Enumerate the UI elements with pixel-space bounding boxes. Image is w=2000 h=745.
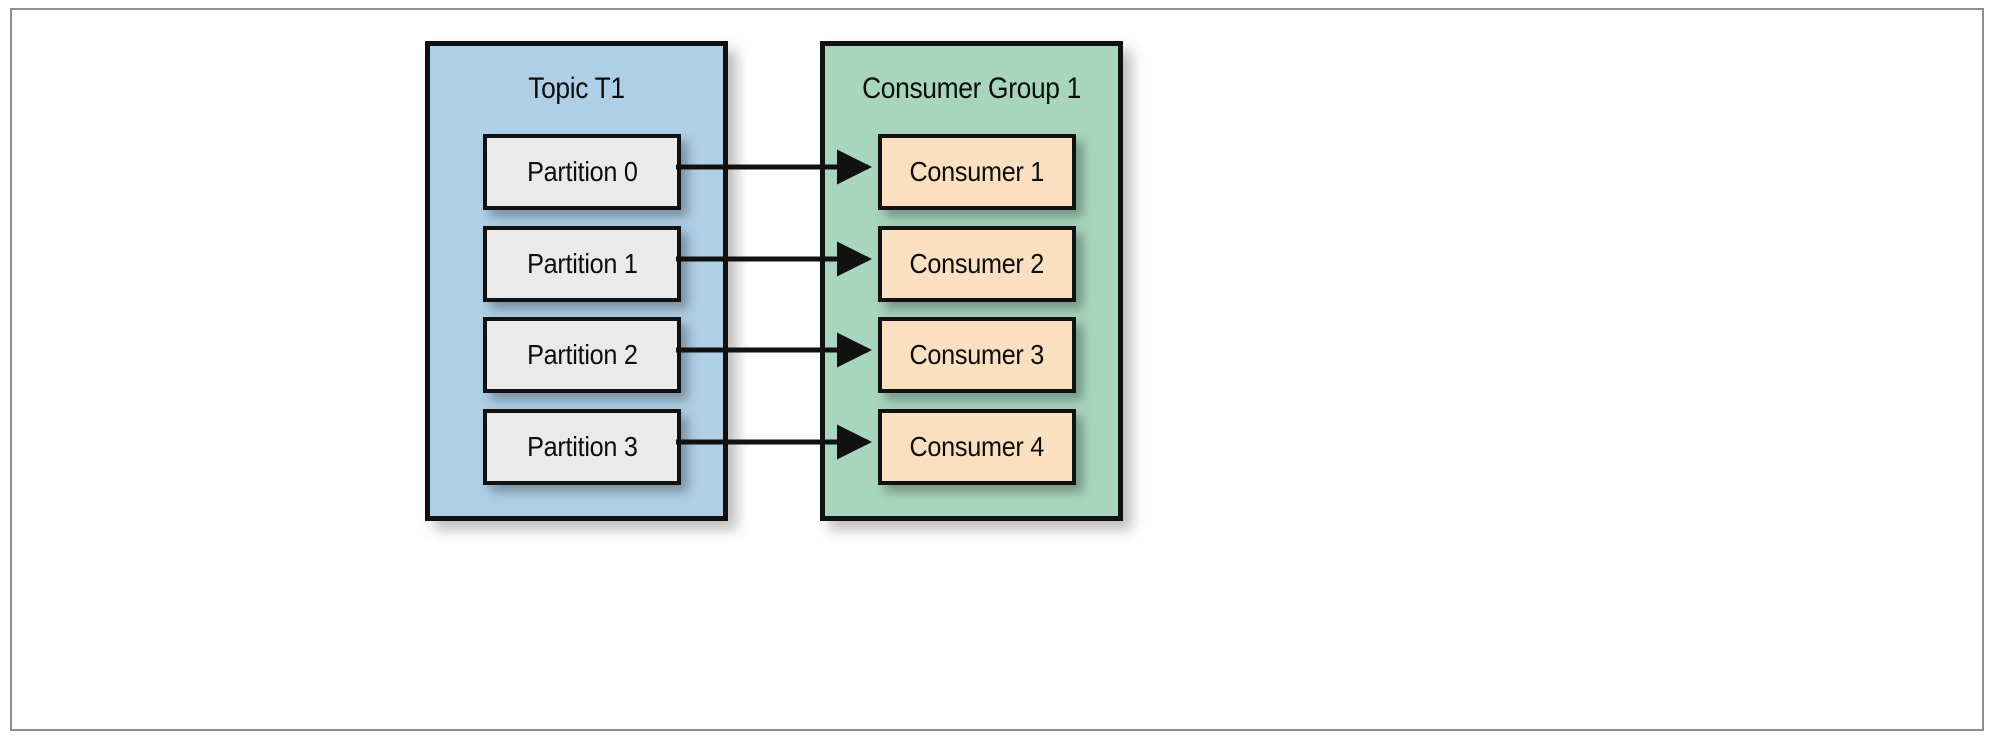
partition-label-1: Partition 1 [526,248,638,279]
consumer-group-panel-title: Consumer Group 1 [862,72,1081,105]
partition-box-3[interactable]: Partition 3 [483,409,681,485]
partition-label-3: Partition 3 [526,431,638,462]
consumer-label-1: Consumer 1 [909,156,1045,187]
consumer-label-2: Consumer 2 [909,248,1045,279]
consumer-box-2[interactable]: Consumer 2 [878,226,1076,302]
partition-box-0[interactable]: Partition 0 [483,134,681,210]
consumer-box-3[interactable]: Consumer 3 [878,317,1076,393]
consumer-label-3: Consumer 3 [909,339,1045,370]
consumer-box-1[interactable]: Consumer 1 [878,134,1076,210]
consumer-box-4[interactable]: Consumer 4 [878,409,1076,485]
partition-box-1[interactable]: Partition 1 [483,226,681,302]
topic-panel-title: Topic T1 [528,72,625,105]
consumer-label-4: Consumer 4 [909,431,1045,462]
partition-label-2: Partition 2 [526,339,638,370]
topic-panel: Topic T1 Partition 0 Partition 1 Partiti… [425,41,728,521]
consumer-group-panel: Consumer Group 1 Consumer 1 Consumer 2 C… [820,41,1123,521]
partition-label-0: Partition 0 [526,156,638,187]
partition-box-2[interactable]: Partition 2 [483,317,681,393]
